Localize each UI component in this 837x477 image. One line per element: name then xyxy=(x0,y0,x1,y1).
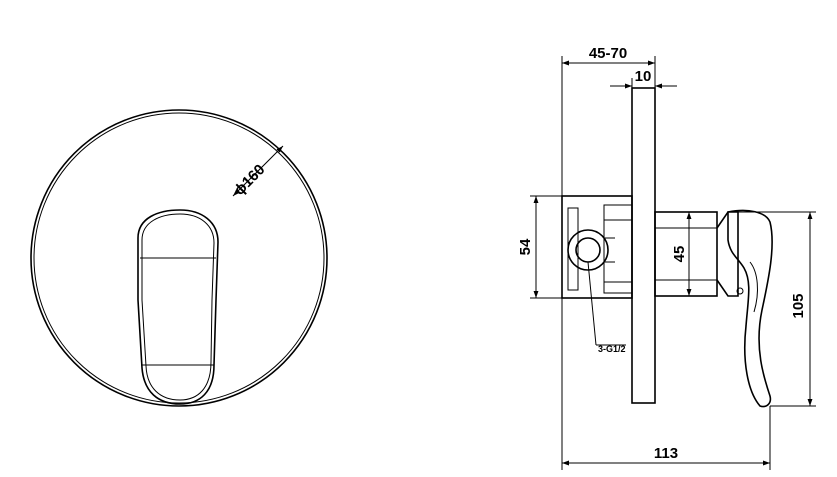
lever-side xyxy=(727,209,773,408)
lever-screw xyxy=(736,287,744,295)
cover-plate-inner xyxy=(33,112,325,404)
lever-handle-inner xyxy=(141,213,215,401)
dim-plate-thickness: 10 xyxy=(635,68,652,85)
lever-handle xyxy=(137,209,219,405)
cover-plate-side xyxy=(631,87,656,404)
cover-plate-outer xyxy=(30,109,328,407)
valve-body xyxy=(561,195,633,299)
outlet-fitting-inner xyxy=(575,237,601,263)
outlet-leader xyxy=(587,261,597,346)
valve-body-front xyxy=(603,204,633,294)
dim-handle-base: 45 xyxy=(671,246,688,263)
front-view: ϕ160 xyxy=(30,109,328,407)
outlet-label: 3-G1/2 xyxy=(598,344,626,354)
dim-body-height: 54 xyxy=(517,238,534,255)
dim-total-depth: 113 xyxy=(654,445,678,462)
outlet-fitting-outer xyxy=(567,229,609,271)
diameter-dimension-line xyxy=(232,145,284,197)
handle-base xyxy=(654,211,718,297)
side-view: 45-70 10 54 45 105 113 3-G1/2 xyxy=(517,45,816,470)
lever-side-detail xyxy=(749,261,758,313)
dim-depth-range: 45-70 xyxy=(589,45,627,62)
dim-total-height: 105 xyxy=(790,293,807,318)
handle-neck xyxy=(716,211,739,297)
